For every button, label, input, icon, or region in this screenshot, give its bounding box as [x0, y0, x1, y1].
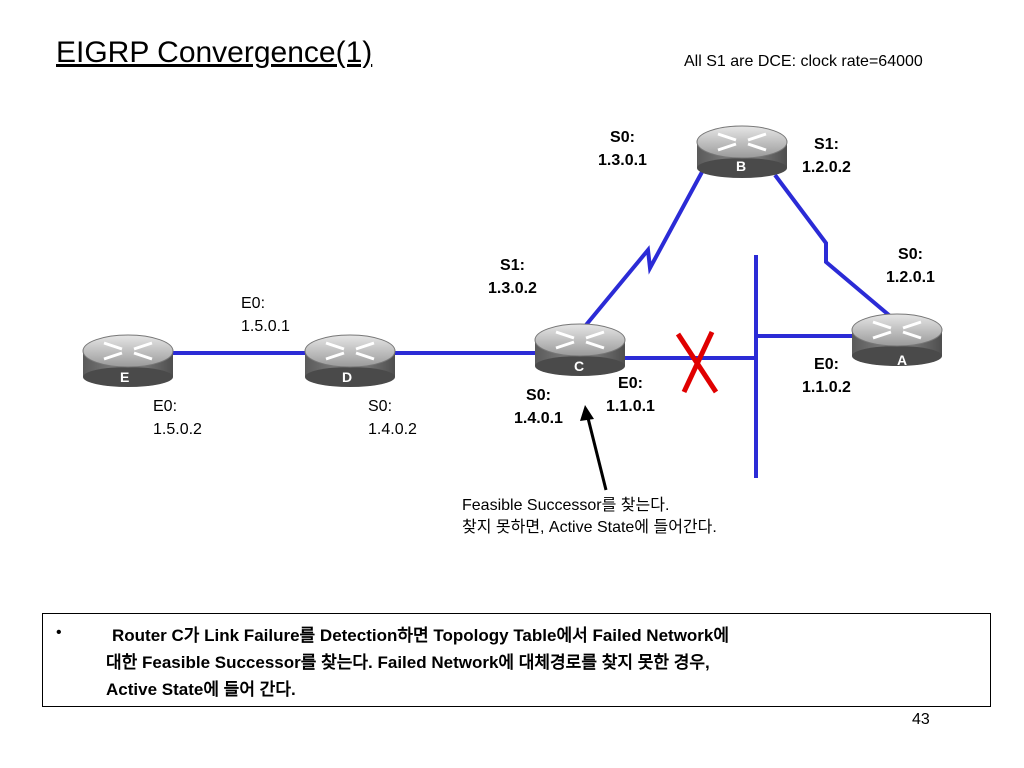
router-arrows-icon	[872, 320, 922, 340]
label-a-s0: S0:1.2.0.1	[886, 246, 935, 286]
clock-rate-note: All S1 are DCE: clock rate=64000	[684, 53, 923, 70]
router-e[interactable]: E	[82, 334, 174, 387]
router-label: D	[342, 369, 352, 385]
router-arrows-icon	[103, 341, 153, 361]
router-b[interactable]: B	[696, 125, 788, 178]
router-arrows-icon	[555, 330, 605, 350]
feasible-successor-callout: Feasible Successor를 찾는다. 찾지 못하면, Active …	[462, 497, 717, 536]
router-label: B	[736, 158, 746, 174]
links	[168, 171, 892, 478]
serial-link-b-a	[773, 173, 892, 318]
callout-arrow	[580, 405, 608, 491]
label-c-s1: S1:1.3.0.2	[488, 257, 537, 297]
label-d-e0: E0:1.5.0.1	[241, 295, 290, 335]
router-label: A	[897, 352, 907, 368]
label-c-e0: E0:1.1.0.1	[606, 375, 655, 415]
router-label: C	[574, 358, 584, 374]
label-e-e0: E0:1.5.0.2	[153, 398, 202, 438]
router-c[interactable]: C	[534, 323, 626, 376]
label-b-s0: S0:1.3.0.1	[598, 129, 647, 169]
label-c-s0: S0:1.4.0.1	[514, 387, 563, 427]
link-failure-x-icon	[675, 330, 719, 394]
router-a[interactable]: A	[851, 313, 943, 368]
router-label: E	[120, 369, 129, 385]
router-arrows-icon	[325, 341, 375, 361]
bullet-icon: •	[56, 624, 62, 641]
router-arrows-icon	[717, 132, 767, 152]
label-b-s1: S1:1.2.0.2	[802, 136, 851, 176]
summary-text: Router C가 Link Failure를 Detection하면 Topo…	[106, 626, 730, 699]
label-a-e0: E0:1.1.0.2	[802, 356, 851, 396]
page-number: 43	[912, 711, 930, 728]
router-d[interactable]: D	[304, 334, 396, 387]
label-d-s0: S0:1.4.0.2	[368, 398, 417, 438]
page-title: EIGRP Convergence(1)	[56, 36, 373, 69]
serial-link-c-b	[584, 171, 704, 327]
summary-box	[42, 613, 991, 707]
